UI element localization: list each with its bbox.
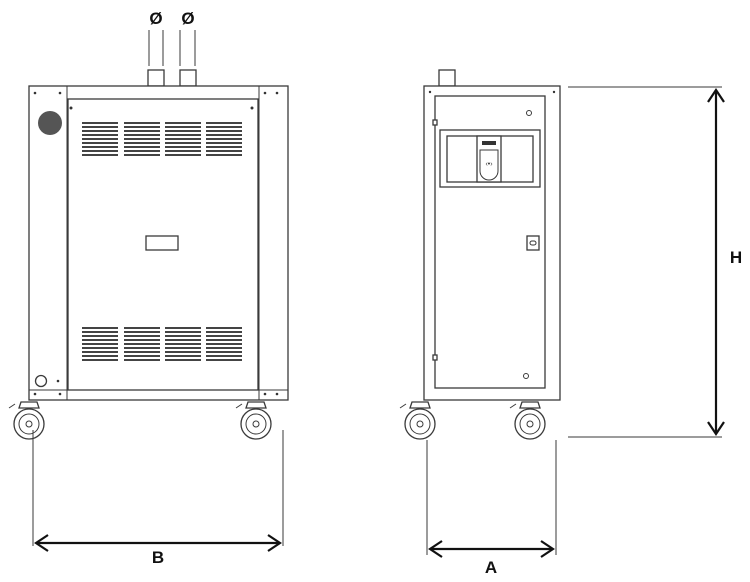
pipe-connection [438,69,456,87]
port-circle [34,374,48,388]
keypad-icon: ‹•› [485,161,493,168]
dimension-h: H [568,86,742,438]
caster-wheel [399,401,436,440]
label-plate [145,235,179,251]
dimension-a: A [426,440,557,577]
side-view: ‹•› [399,69,561,440]
caster-wheel [509,401,546,440]
dimension-label-h: H [730,248,742,267]
fan-grille-icon [38,111,62,135]
pipe-connection [147,69,165,87]
caster-wheel [8,401,45,440]
dimension-label-a: A [485,558,497,577]
caster-wheel [235,401,272,440]
diameter-label-2: Ø [181,9,194,28]
vent-grilles [82,122,242,361]
front-view: Ø Ø [8,9,289,440]
dimension-b: B [32,430,284,567]
diameter-label-1: Ø [149,9,162,28]
dimension-label-b: B [152,548,164,567]
door-handle [526,235,540,251]
pipe-connection [179,69,197,87]
